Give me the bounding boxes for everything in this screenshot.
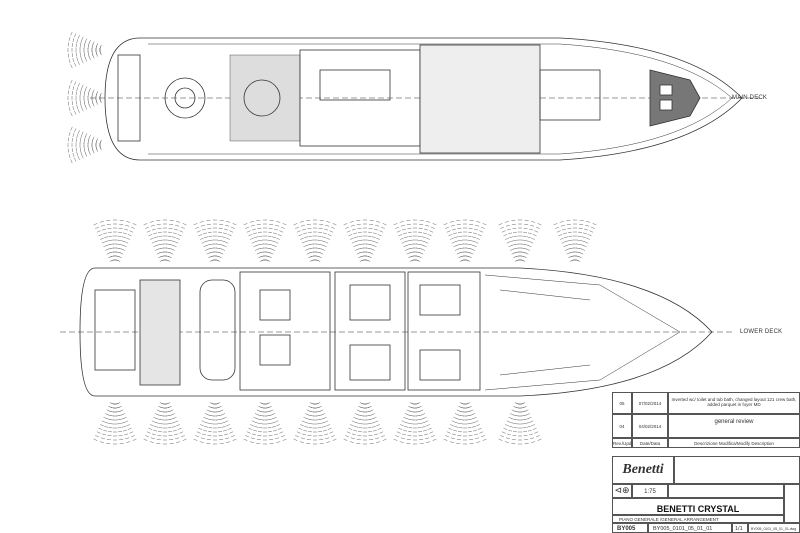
- date-header: Date/Data: [632, 438, 668, 448]
- light-fan-icon: [243, 402, 287, 445]
- main-deck-label: MAIN DECK: [732, 95, 768, 101]
- main-deck-plan: [90, 37, 760, 161]
- drawing-subtitle: PIANO GENERALE /GENERAL ARRANGEMENT: [612, 515, 784, 523]
- rev-header: Rev./Upd.: [612, 438, 632, 448]
- blank-cell: [668, 484, 784, 498]
- light-fan-icon: [443, 402, 487, 445]
- light-fan-icon: [67, 126, 102, 164]
- light-fan-icon: [393, 402, 437, 445]
- light-fan-icon: [143, 219, 187, 262]
- title-block: 05 07/02/2014 Inverted wc/ toilet and tu…: [612, 392, 800, 533]
- light-fan-icon: [93, 219, 137, 262]
- rev-description: general review: [668, 414, 800, 438]
- light-fan-icon: [553, 219, 597, 262]
- projection-symbol-icon: ⊲⊕: [612, 484, 632, 498]
- light-fan-icon: [193, 219, 237, 262]
- light-fan-icon: [498, 402, 542, 445]
- light-fan-icon: [343, 219, 387, 262]
- hull-number: BY005: [612, 523, 648, 533]
- notes-cell: [674, 456, 800, 484]
- light-fan-icon: [498, 219, 542, 262]
- rev-number: 05: [612, 392, 632, 414]
- description-header: Descrizione Modifica/Modify Description: [668, 438, 800, 448]
- rev-number: 04: [612, 414, 632, 438]
- light-fan-icon: [67, 31, 102, 69]
- project-title: BENETTI CRYSTAL: [612, 498, 784, 515]
- lower-deck-plan: [60, 267, 735, 397]
- light-fan-icon: [293, 219, 337, 262]
- light-fan-icon: [293, 402, 337, 445]
- rev-description: Inverted wc/ toilet and tub bath, change…: [668, 392, 800, 414]
- light-fan-icon: [443, 219, 487, 262]
- scale: 1:75: [632, 484, 668, 498]
- light-fan-icon: [393, 219, 437, 262]
- rev-date: 07/02/2014: [632, 392, 668, 414]
- lower-deck-label: LOWER DECK: [740, 329, 783, 335]
- sheet-number: 1/1: [732, 523, 748, 533]
- file-name: BY005_0101_05_01_01.dwg: [748, 523, 800, 533]
- rev-date: 04/02/2014: [632, 414, 668, 438]
- light-fan-icon: [143, 402, 187, 445]
- benetti-logo: Benetti: [612, 456, 674, 484]
- approval-cells: [784, 484, 800, 523]
- drawing-number: BY005_0101_05_01_01: [648, 523, 732, 533]
- light-fan-icon: [193, 402, 237, 445]
- light-fan-icon: [67, 79, 102, 117]
- light-fan-icon: [93, 402, 137, 445]
- light-fan-icon: [243, 219, 287, 262]
- light-fan-icon: [343, 402, 387, 445]
